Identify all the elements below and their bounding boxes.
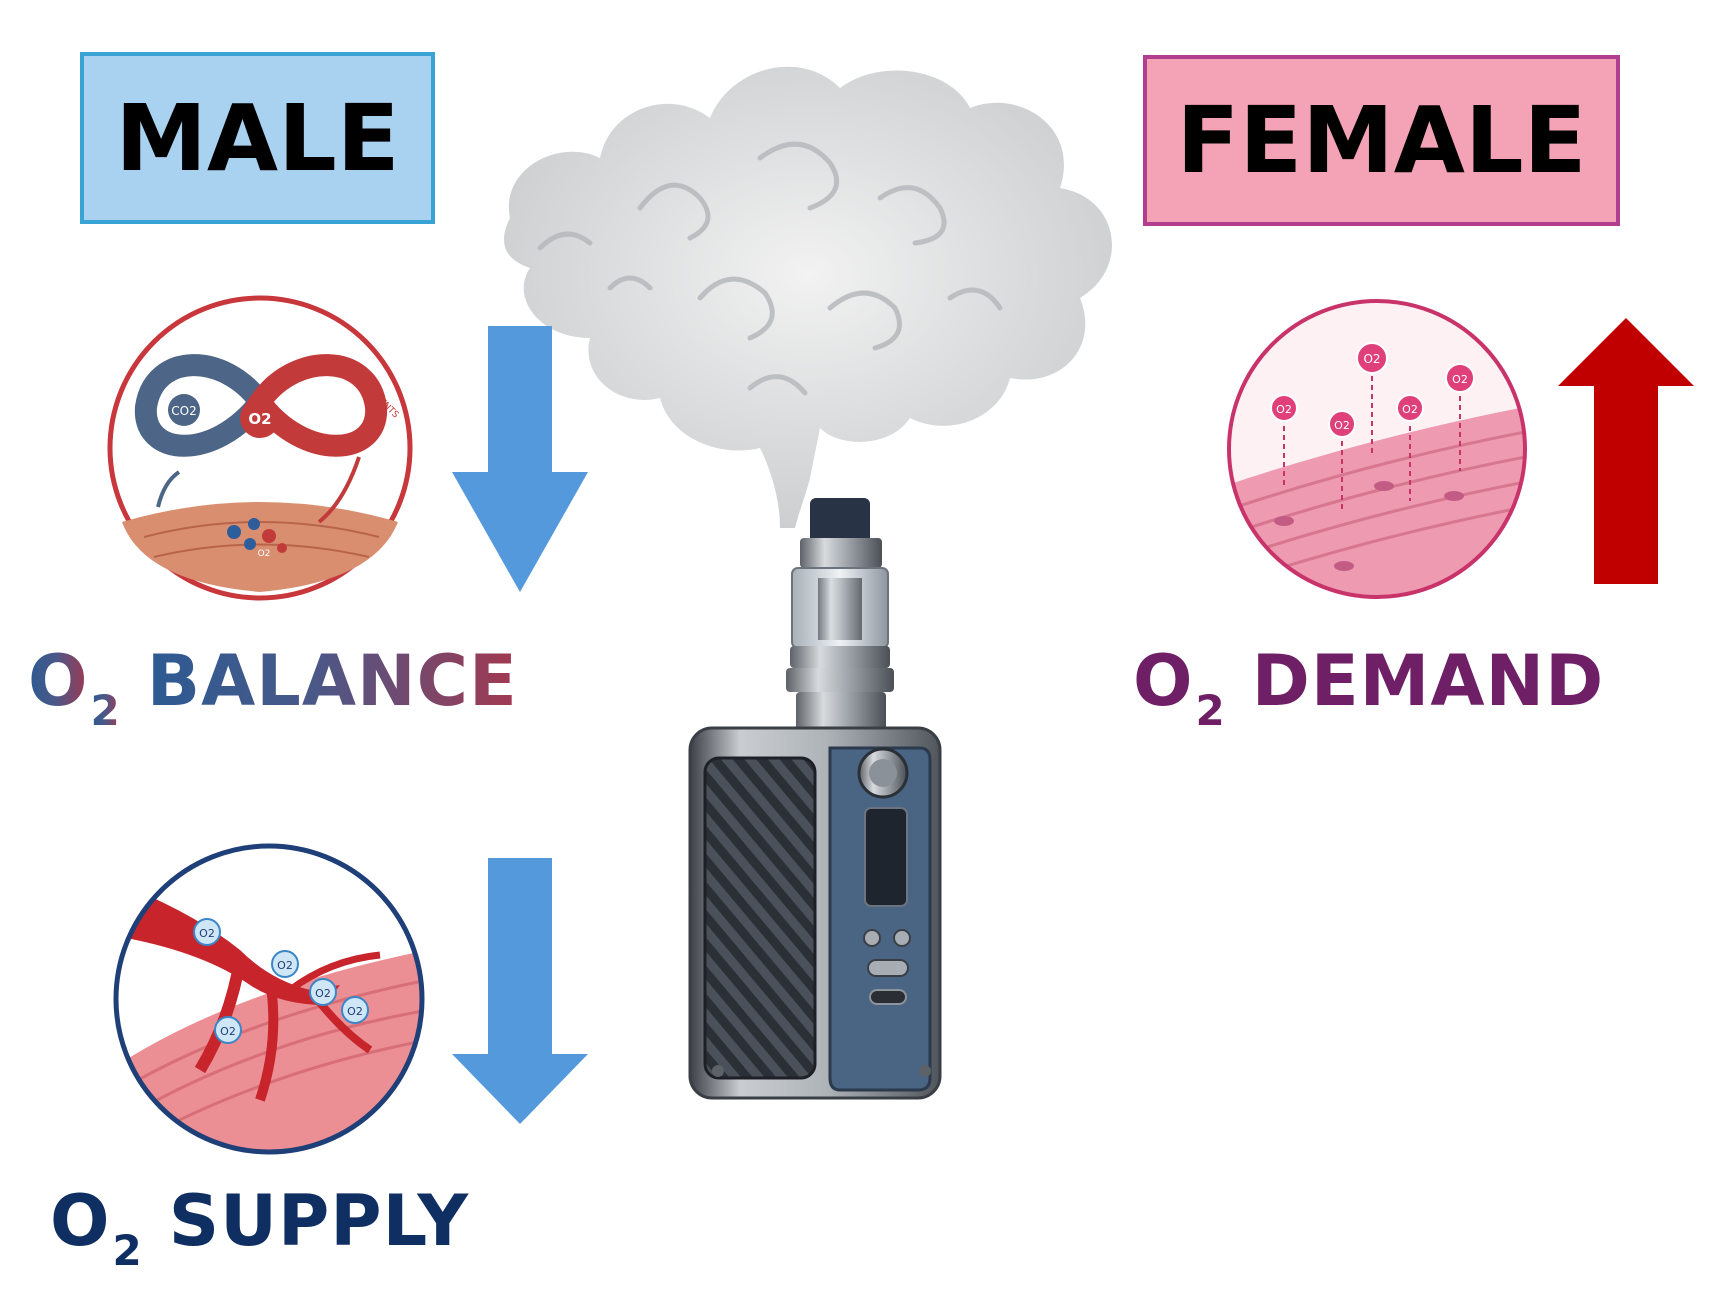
o2-demand-o: O [1133, 640, 1194, 722]
vape-illustration [504, 66, 1113, 1100]
demand-o2-text-3: O2 [1363, 352, 1380, 366]
supply-down-arrow-icon [452, 858, 588, 1124]
o2-demand-word: DEMAND [1251, 640, 1605, 722]
vape-tank-icon [786, 498, 894, 732]
balance-co2-text: CO2 [171, 404, 196, 418]
vape-mod-icon [688, 726, 942, 1100]
o2-demand-icon: O2 O2 O2 O2 O2 [1227, 299, 1527, 599]
demand-up-arrow-icon [1558, 318, 1694, 584]
supply-o2-text-2: O2 [277, 959, 293, 972]
vapor-cloud-icon [504, 66, 1113, 528]
o2-balance-sub: 2 [90, 686, 121, 735]
o2-balance-o: O [28, 640, 89, 722]
balance-o2-small-text: O2 [258, 549, 271, 559]
o2-supply-icon: O2 O2 O2 O2 O2 [113, 843, 425, 1155]
demand-o2-text-1: O2 [1276, 403, 1292, 416]
demand-o2-text-2: O2 [1334, 419, 1350, 432]
o2-balance-icon: CO2 O2 NUTRIENTS O2 [107, 295, 413, 601]
male-title: MALE [115, 84, 400, 192]
supply-o2-text-1: O2 [199, 927, 215, 940]
o2-supply-sub: 2 [112, 1226, 143, 1275]
supply-o2-text-3: O2 [315, 987, 331, 1000]
demand-o2-text-5: O2 [1452, 373, 1468, 386]
balance-o2-text: O2 [248, 410, 271, 428]
female-title: FEMALE [1176, 87, 1587, 194]
male-title-box: MALE [80, 52, 435, 224]
o2-supply-o: O [50, 1180, 111, 1262]
o2-supply-word: SUPPLY [168, 1180, 470, 1262]
o2-demand-sub: 2 [1195, 686, 1226, 735]
demand-o2-text-4: O2 [1402, 403, 1418, 416]
supply-o2-text-5: O2 [347, 1005, 363, 1018]
o2-balance-word: BALANCE [146, 640, 518, 722]
supply-o2-text-4: O2 [220, 1025, 236, 1038]
female-title-box: FEMALE [1143, 55, 1620, 226]
balance-down-arrow-icon [452, 326, 588, 592]
